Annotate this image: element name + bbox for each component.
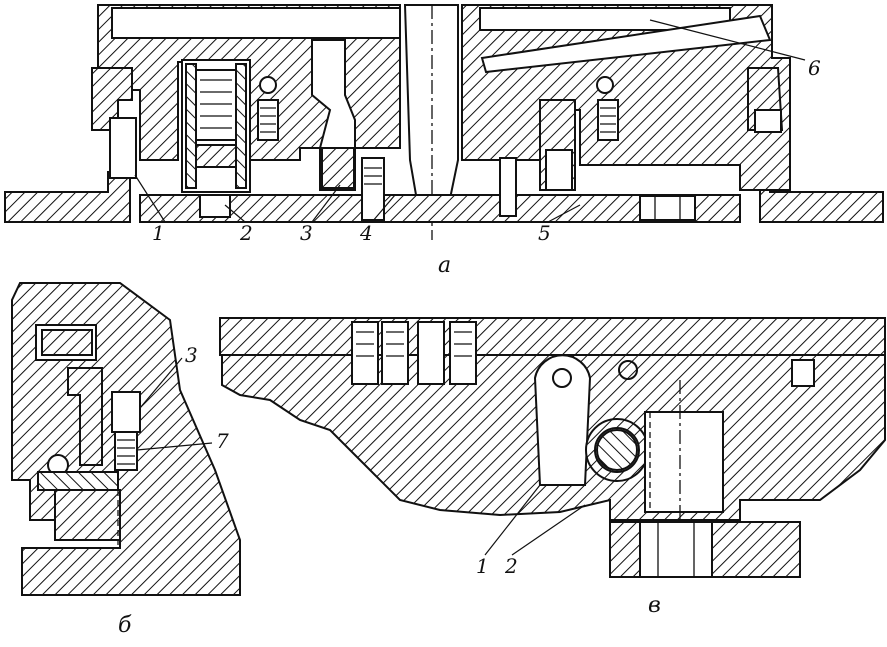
view-a-lower-plate [139, 194, 741, 223]
view-a-bearing-right [596, 76, 614, 94]
view-b-dog [67, 367, 103, 466]
labels: 1 2 3 4 5 6 а 3 7 б 1 2 в [118, 56, 821, 638]
label-a-4: 4 [359, 221, 373, 245]
view-b-part3 [111, 391, 141, 433]
view-a-bearing-left [259, 76, 277, 94]
view-a-pin [361, 157, 385, 221]
view-a-left-post [109, 117, 137, 179]
view-v-screw-2 [381, 321, 409, 385]
label-b-7: 7 [216, 429, 229, 453]
view-a-plate-slot [639, 195, 696, 221]
view-v-screw-1 [351, 321, 379, 385]
leader-lines [134, 19, 806, 556]
label-v-1: 1 [476, 554, 489, 578]
view-a [4, 4, 884, 240]
view-v-screw-3 [417, 321, 445, 385]
view-v-top-plate [219, 317, 886, 356]
label-a-6: 6 [808, 56, 821, 80]
label-a-2: 2 [239, 221, 253, 245]
view-v [219, 317, 886, 578]
view-a-left-jaw [91, 67, 133, 131]
caption-a: а [438, 253, 451, 278]
caption-b: б [118, 613, 132, 638]
view-b-part7 [114, 431, 138, 471]
label-a-3: 3 [300, 221, 313, 245]
label-a-5: 5 [538, 221, 551, 245]
view-v-lever [533, 354, 592, 486]
view-v-sleeve [644, 411, 724, 513]
view-a-top-channel [111, 7, 401, 39]
caption-v: в [648, 593, 661, 618]
label-a-1: 1 [152, 221, 165, 245]
label-v-2: 2 [504, 554, 518, 578]
view-a-taper-bar [480, 14, 772, 74]
label-b-3: 3 [185, 343, 198, 367]
view-b [11, 282, 241, 596]
view-v-screw-4 [449, 321, 477, 385]
view-a-base-flange [4, 171, 131, 223]
